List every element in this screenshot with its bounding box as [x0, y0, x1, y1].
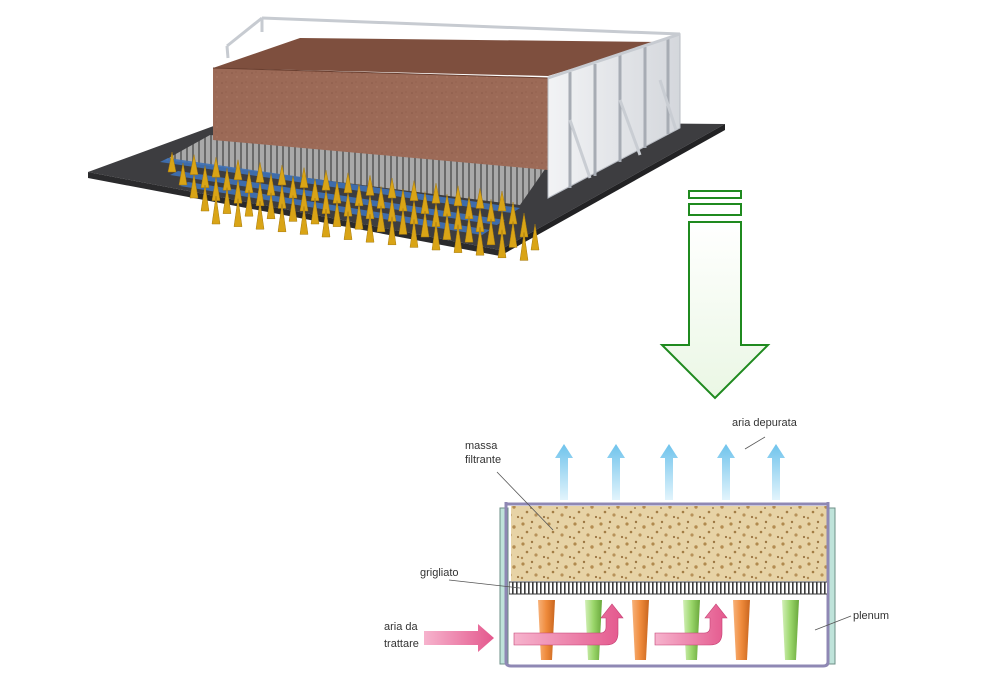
cone-3d: [189, 173, 199, 199]
cone-3d: [255, 201, 265, 230]
cone-green-3: [782, 600, 799, 660]
flow-arrow: [659, 190, 771, 400]
plenum-arrow-1: [513, 603, 624, 646]
container-frame: [504, 502, 830, 668]
cone-3d: [530, 223, 540, 251]
inlet-arrow: [424, 624, 494, 652]
cone-3d: [321, 208, 331, 238]
label-grigliato: grigliato: [420, 567, 459, 579]
cone-3d: [497, 229, 507, 259]
cone-3d: [233, 198, 243, 227]
label-aria-da-trattare-1: aria da: [384, 621, 419, 633]
wall-braces: [568, 79, 678, 179]
cone-3d: [486, 218, 496, 246]
cone-3d: [453, 224, 463, 253]
clean-air-arrow-1: [555, 444, 573, 500]
grating-floor: [165, 135, 550, 205]
cone-3d: [519, 232, 529, 261]
clean-air-arrows: [555, 444, 785, 500]
cone-3d: [222, 187, 232, 214]
cone-3d: [508, 221, 518, 248]
label-aria-depurata: aria depurata: [732, 417, 798, 429]
cone-3d: [464, 216, 474, 243]
leader-lines: [448, 436, 852, 631]
cone-3d: [365, 214, 375, 243]
arrow-stripe-1: [688, 190, 742, 199]
cone-green-1: [585, 600, 602, 660]
label-massa-filtrante-1: massa: [465, 440, 498, 452]
cone-3d: [442, 213, 452, 240]
cone-green-2: [683, 600, 700, 660]
wall-ribs: [568, 39, 670, 188]
clean-air-arrow-5: [767, 444, 785, 500]
clean-air-arrow-4: [717, 444, 735, 500]
cone-orange-1: [538, 600, 555, 660]
cone-3d: [266, 192, 276, 220]
cross-section: massa filtrante aria depurata grigliato …: [384, 417, 889, 668]
cone-3d: [277, 203, 287, 233]
clean-air-arrow-2: [607, 444, 625, 500]
media-block-front: [213, 68, 548, 170]
cone-3d: [475, 227, 485, 256]
plenum-cones: [538, 600, 799, 660]
clean-air-arrow-3: [660, 444, 678, 500]
cone-3d: [299, 206, 309, 235]
cone-3d: [310, 197, 320, 225]
dirty-air-arrows: [424, 603, 728, 652]
arrow-body: [659, 221, 771, 400]
label-massa-filtrante-2: filtrante: [465, 454, 501, 466]
grate: [509, 582, 827, 594]
cone-field: [167, 151, 540, 261]
cone-3d: [343, 211, 353, 240]
biofilter-3d-illustration: [88, 16, 725, 261]
cone-3d: [354, 203, 364, 230]
cone-3d: [288, 195, 298, 222]
cone-orange-3: [733, 600, 750, 660]
arrow-stripe-2: [688, 203, 742, 216]
cone-3d: [200, 184, 210, 212]
cone-3d: [420, 210, 430, 238]
label-aria-da-trattare-2: trattare: [384, 638, 419, 650]
media-block-top: [213, 38, 660, 76]
label-plenum: plenum: [853, 610, 889, 622]
filter-media: [511, 506, 827, 581]
cone-3d: [211, 195, 221, 225]
cone-3d: [398, 208, 408, 235]
top-railing: [225, 16, 681, 80]
cone-orange-2: [632, 600, 649, 660]
cone-3d: [244, 190, 254, 217]
cone-3d: [178, 162, 188, 186]
slab-edge-right: [500, 124, 725, 256]
cone-3d: [167, 151, 177, 173]
plenum-arrow-2: [654, 603, 728, 646]
cone-3d: [431, 221, 441, 251]
cone-3d: [387, 216, 397, 246]
cone-3d: [376, 205, 386, 233]
cone-3d: [332, 200, 342, 227]
cone-3d: [409, 219, 419, 248]
